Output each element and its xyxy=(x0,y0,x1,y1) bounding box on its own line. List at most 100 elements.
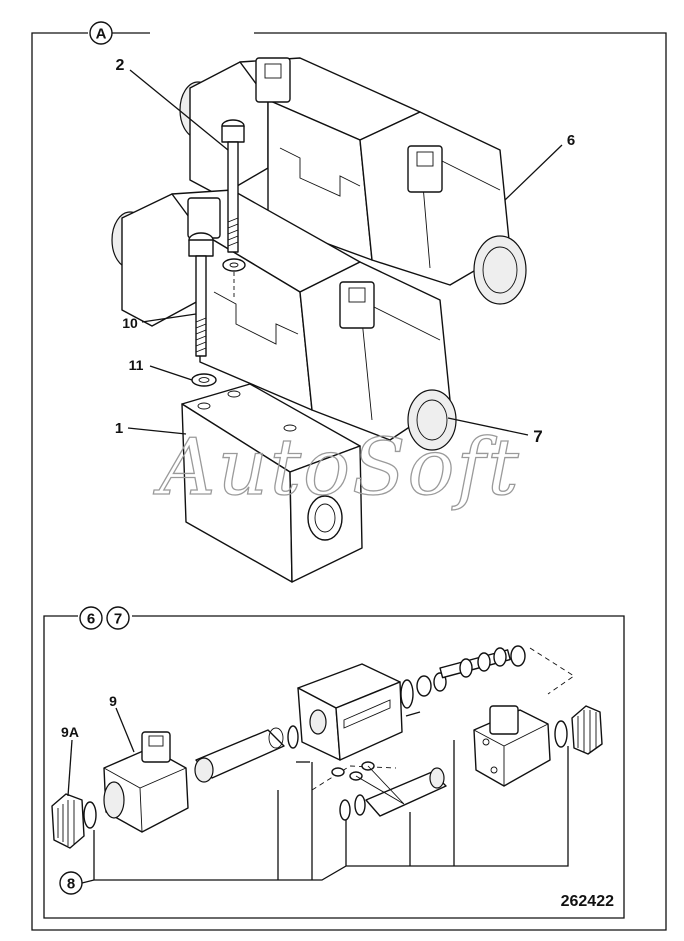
coil-right-hole-1 xyxy=(482,738,490,746)
spool-ring-1 xyxy=(416,675,432,697)
spool-land-1 xyxy=(459,658,473,678)
coil-right-connector xyxy=(489,705,519,735)
front-valve-connector-left xyxy=(187,197,221,239)
screw-2-head-side xyxy=(221,125,245,143)
coil-9-edge xyxy=(103,767,187,833)
washer-11 xyxy=(191,373,217,387)
frame-label-6-circle xyxy=(79,606,103,630)
leader-9a xyxy=(67,739,73,797)
screw-2-shank xyxy=(227,141,239,253)
coil-right-hole-2 xyxy=(490,766,498,774)
valve-body xyxy=(297,663,421,761)
leader-9 xyxy=(115,707,135,753)
knurled-nut-9a xyxy=(51,739,85,849)
spool-land-2 xyxy=(477,652,491,672)
seal-callout-bracket xyxy=(93,740,569,881)
manifold-hole-c xyxy=(283,424,297,432)
front-solenoid-valve xyxy=(111,189,457,451)
valve-body-port xyxy=(309,709,327,735)
nut-right-body xyxy=(571,705,603,755)
nut-right-knurl xyxy=(577,710,597,752)
leader-6 xyxy=(504,144,563,201)
screw-10-thread xyxy=(195,317,207,353)
rear-valve-saddle xyxy=(279,147,361,197)
seal-kit-leader xyxy=(355,765,405,805)
leader-1 xyxy=(127,427,187,435)
o-ring-body xyxy=(400,679,414,709)
callout-9: 9 xyxy=(109,693,117,709)
screw-10-shank xyxy=(195,255,207,357)
coil-right-edge xyxy=(473,723,549,786)
manifold-hole-b xyxy=(227,390,241,398)
solenoid-coil-9 xyxy=(103,707,189,833)
rear-valve-connector-left xyxy=(255,57,291,103)
rear-valve-right-cap-inner xyxy=(482,246,518,294)
solenoid-coil-right xyxy=(473,705,603,787)
callout-6: 6 xyxy=(567,132,575,149)
manifold-port xyxy=(307,495,343,541)
callout-9a: 9A xyxy=(61,724,79,740)
manifold-hole-a xyxy=(197,402,211,410)
leader-7 xyxy=(447,417,529,436)
manifold-block xyxy=(181,383,363,583)
rear-valve-right-cap xyxy=(473,235,527,305)
valve-body-dash xyxy=(405,711,421,717)
callout-8: 8 xyxy=(67,876,75,893)
lower-view: 6 7 xyxy=(43,606,625,919)
nut-9a-knurl xyxy=(57,800,75,846)
callout-11: 11 xyxy=(129,357,144,373)
upper-view-frame xyxy=(31,32,667,931)
rear-valve-connector-right-slot xyxy=(416,151,434,167)
washer-upper-hole xyxy=(229,262,239,268)
watermark-text: AutoSoft xyxy=(153,423,520,513)
spool-land-3 xyxy=(493,647,507,667)
screw-2-thread xyxy=(227,217,239,247)
tube-end xyxy=(194,757,214,783)
figure-number: 262422 xyxy=(561,893,614,910)
callout-10: 10 xyxy=(122,315,138,331)
o-ring-lower-2 xyxy=(354,794,366,816)
coil-9-port xyxy=(103,781,125,819)
frame-label-7: 7 xyxy=(114,611,122,628)
o-ring-tube xyxy=(287,725,299,749)
washer-11-hole xyxy=(198,377,210,383)
front-valve-saddle xyxy=(213,291,299,345)
o-ring-lower-1 xyxy=(339,799,351,821)
front-valve-connector-right-slot xyxy=(348,287,366,303)
lower-view-frame xyxy=(43,615,625,919)
callout-7: 7 xyxy=(533,427,542,446)
o-ring-right xyxy=(554,720,568,748)
leader-2 xyxy=(129,69,229,151)
leader-10 xyxy=(141,313,197,323)
front-valve-right-cap-inner xyxy=(416,399,448,441)
coil-9-connector-slot xyxy=(148,735,164,747)
rear-valve-connector-left-slot xyxy=(264,63,282,79)
seal-kit xyxy=(311,761,447,821)
frame-label-a: A xyxy=(96,26,107,43)
long-screw-2 xyxy=(221,119,245,253)
spool-shaft xyxy=(439,649,511,679)
spool-assembly xyxy=(416,645,575,697)
callout-1: 1 xyxy=(115,420,123,437)
rear-solenoid-valve xyxy=(179,57,527,305)
screw-10-head-side xyxy=(188,239,214,257)
lower-tube-body xyxy=(365,771,447,817)
spool-guide-dash xyxy=(529,647,575,695)
washer-upper xyxy=(222,258,246,272)
armature-tube xyxy=(194,725,310,783)
spool-end-ring xyxy=(510,645,526,667)
lower-tube-end xyxy=(429,767,445,789)
seal-1 xyxy=(331,767,345,777)
o-ring-left xyxy=(83,801,97,829)
valve-body-saddle xyxy=(343,699,391,729)
leader-11 xyxy=(149,365,193,381)
rear-valve-connector-right xyxy=(407,145,443,193)
callout-2: 2 xyxy=(116,57,125,74)
frame-label-6: 6 xyxy=(87,611,95,628)
tube-ring xyxy=(268,727,284,749)
front-valve-connector-right xyxy=(339,281,375,329)
seal-kit-outline xyxy=(311,765,397,791)
coil-9-connector xyxy=(141,731,171,763)
leader-8 xyxy=(81,879,95,884)
